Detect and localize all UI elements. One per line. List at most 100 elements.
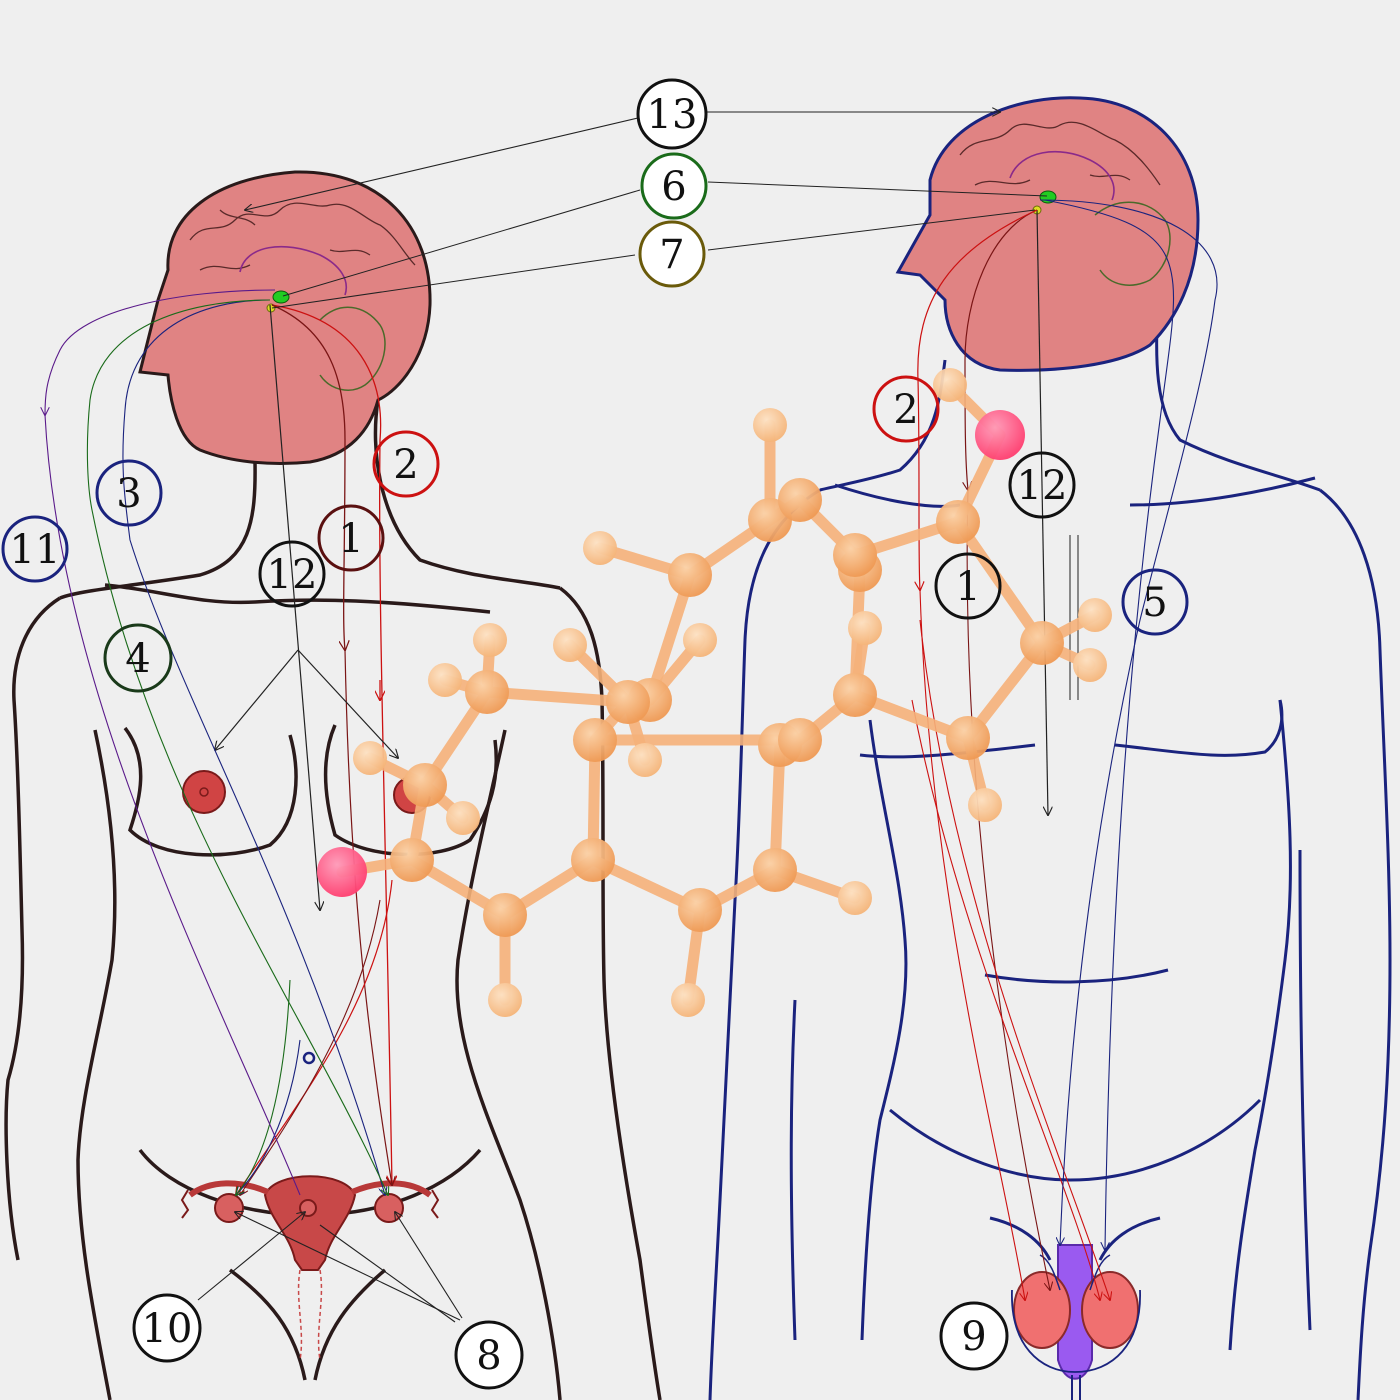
male-left-arm-inner <box>789 999 797 1341</box>
label-1-female-text: 1 <box>338 516 363 562</box>
label-10-text: 10 <box>142 1306 193 1352</box>
label-3-text: 3 <box>116 471 141 517</box>
oxygen-atom <box>317 847 367 897</box>
testis-right <box>1081 1271 1139 1349</box>
female-line-8c <box>319 1224 456 1323</box>
male-path-5 <box>1039 199 1218 1245</box>
male-left-torso <box>860 719 908 1341</box>
label-7: 7 <box>638 220 706 288</box>
female-path-1 <box>271 304 345 650</box>
female-right-torso <box>455 729 562 1400</box>
hydrogen-atom <box>428 663 462 697</box>
label-12-male: 12 <box>1008 451 1076 519</box>
male-head-shape <box>895 96 1200 372</box>
carbon-atom <box>571 838 615 882</box>
carbon-atom <box>403 763 447 807</box>
female-limbic-curve <box>239 245 347 296</box>
hydrogen-atom <box>583 531 617 565</box>
female-nipple-left-center <box>199 787 209 797</box>
label-2-male: 2 <box>872 375 940 443</box>
label-7-text: 7 <box>659 232 684 278</box>
male-right-arm-inner <box>1298 849 1312 1331</box>
ovary-left <box>214 1193 244 1223</box>
male-path-2c <box>919 619 1110 1300</box>
female-head <box>138 170 432 465</box>
male-left-arm <box>708 488 821 1400</box>
hydrogen-atom <box>838 881 872 915</box>
uterus-body <box>263 1175 357 1271</box>
vas-deferens <box>1039 1254 1111 1291</box>
testis-left <box>1013 1271 1071 1349</box>
male-path-1b <box>966 489 1050 1290</box>
label-1-female: 1 <box>317 504 385 572</box>
label-13: 13 <box>636 78 708 150</box>
male-path-12 <box>1036 209 1048 815</box>
male-line-6 <box>707 181 1048 197</box>
female-path-2 <box>271 304 392 1185</box>
hydrogen-atom <box>446 801 480 835</box>
female-neck-left <box>59 461 257 600</box>
female-line-13 <box>245 117 639 210</box>
male-path-2d <box>911 699 1100 1300</box>
male-body <box>708 299 1392 1400</box>
male-path-5b <box>1044 199 1174 1250</box>
female-path-11 <box>45 289 276 415</box>
female-brain-folds <box>189 202 416 271</box>
label-8-text: 8 <box>476 1333 501 1379</box>
female-path-4 <box>86 299 388 1195</box>
uterus-ovaries <box>180 1175 440 1361</box>
male-right-torso <box>1228 699 1292 1351</box>
hormone-pathways <box>44 112 1218 1323</box>
fallopian-tube-left <box>188 1180 270 1198</box>
label-4: 4 <box>103 623 173 693</box>
carbon-atom <box>465 670 509 714</box>
female-path-3 <box>122 299 385 1195</box>
carbon-atom <box>573 718 617 762</box>
label-13-text: 13 <box>647 92 698 138</box>
hydrogen-atom <box>1073 648 1107 682</box>
female-left-shoulder-arm <box>4 596 61 1261</box>
hydrogen-atom <box>353 741 387 775</box>
male-line-7 <box>707 209 1036 251</box>
female-left-torso <box>76 729 117 1400</box>
label-11: 11 <box>1 515 69 583</box>
oxygen-atom <box>975 410 1025 460</box>
label-12-female-text: 12 <box>267 552 318 598</box>
female-hypothalamus <box>272 290 290 304</box>
carbon-atom <box>668 553 712 597</box>
hydrogen-atom <box>628 743 662 777</box>
female-line-6 <box>282 189 641 297</box>
label-3: 3 <box>95 459 163 527</box>
molecule-bond <box>481 686 634 708</box>
carbon-atom <box>753 848 797 892</box>
female-cerebellum <box>319 306 386 391</box>
steroid-molecule <box>317 368 1112 1017</box>
label-1-male-text: 1 <box>955 564 980 610</box>
hydrogen-atom <box>968 788 1002 822</box>
label-12-male-text: 12 <box>1017 463 1068 509</box>
male-neck-right <box>1155 299 1321 492</box>
carbon-atom <box>778 478 822 522</box>
carbon-atom <box>833 673 877 717</box>
female-path-11b <box>44 414 301 1196</box>
female-neck-right <box>373 399 561 590</box>
female-left-breast <box>123 726 298 857</box>
female-line-8a <box>235 1212 461 1321</box>
carbon-atom <box>833 533 877 577</box>
label-5-text: 5 <box>1142 580 1167 626</box>
male-limbic-curve <box>1009 150 1115 201</box>
hydrogen-atom <box>933 368 967 402</box>
male-pelvis-line <box>889 1098 1262 1182</box>
hydrogen-atom <box>473 623 507 657</box>
hydrogen-atom <box>488 983 522 1017</box>
female-path-1b <box>344 649 392 1185</box>
label-10: 10 <box>132 1293 202 1363</box>
female-head-shape <box>138 170 432 465</box>
label-2-female: 2 <box>372 430 440 498</box>
label-2-male-text: 2 <box>893 387 918 433</box>
penis <box>1057 1244 1093 1380</box>
label-4-text: 4 <box>125 636 150 682</box>
hydrogen-atom <box>753 408 787 442</box>
label-8: 8 <box>454 1320 524 1390</box>
